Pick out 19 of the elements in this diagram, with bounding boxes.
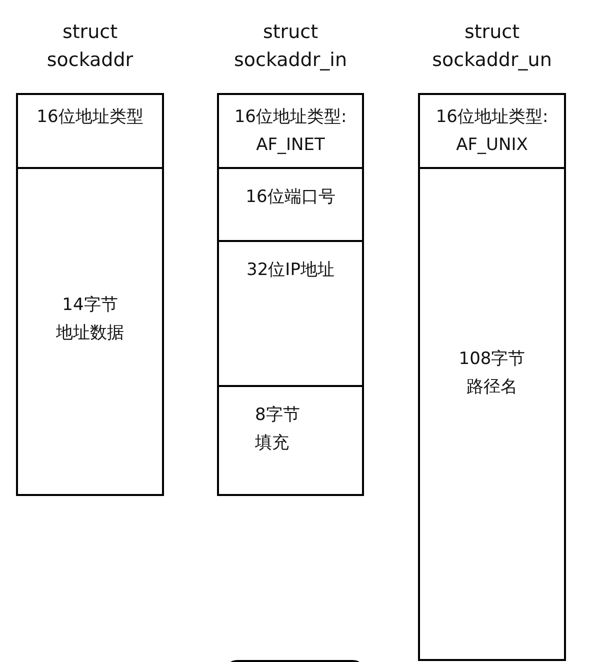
field-label: 108字节路径名 (458, 348, 526, 399)
field-label: 16位地址类型:AF_UNIX (434, 106, 550, 157)
struct-name: struct sockaddr (46, 20, 134, 73)
struct-name: struct sockaddr_in (232, 20, 348, 73)
field-box (217, 167, 364, 242)
field-label: 14字节地址数据 (55, 294, 125, 345)
field-label: 16位地址类型 (36, 106, 144, 129)
field-label: 8字节填充 (255, 404, 300, 455)
field-box (16, 167, 164, 496)
field-label: 16位端口号 (244, 186, 336, 209)
field-label: 16位地址类型:AF_INET (233, 106, 348, 157)
field-box (217, 240, 364, 387)
field-box (217, 385, 364, 496)
field-box (418, 93, 566, 169)
field-label: 32位IP地址 (246, 259, 336, 282)
field-box (418, 167, 566, 661)
field-box (16, 93, 164, 169)
struct-name: struct sockaddr_un (431, 20, 553, 73)
field-box (217, 93, 364, 169)
